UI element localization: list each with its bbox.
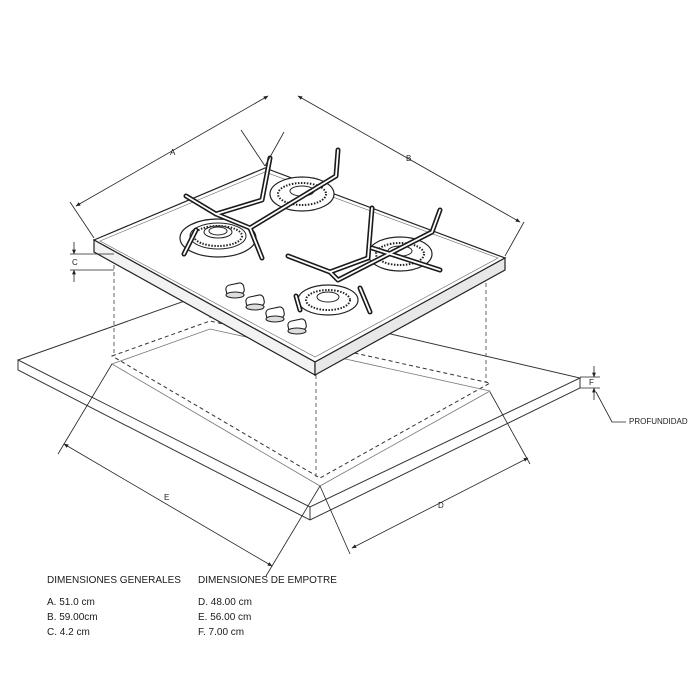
profundidad-label: PROFUNDIDAD (629, 417, 688, 426)
dimension-c-label: C (72, 258, 78, 267)
dimension-f-label: F (589, 378, 594, 387)
legend-item-e: E. 56.00 cm (198, 612, 252, 623)
dimension-d-label: D (438, 501, 444, 510)
dimension-a (69, 95, 269, 239)
legend-cutout-dimensions: DIMENSIONES DE EMPOTRE D. 48.00 cm E. 56… (198, 573, 337, 640)
dimension-e-label: E (164, 493, 169, 502)
cooktop-plate (92, 167, 507, 377)
dimension-b-label: B (406, 154, 411, 163)
legend-general-title: DIMENSIONES GENERALES (47, 575, 181, 586)
knob-1 (225, 282, 245, 299)
knob-3 (265, 306, 285, 323)
legend-item-a: A. 51.0 cm (47, 597, 95, 608)
dimension-a-label: A (170, 148, 176, 157)
dimension-e (57, 363, 321, 577)
legend-item-d: D. 48.00 cm (198, 597, 252, 608)
dimension-b (264, 95, 525, 257)
legend-general-dimensions: DIMENSIONES GENERALES A. 51.0 cm B. 59.0… (47, 573, 181, 640)
knob-4 (287, 318, 307, 335)
dimension-c (70, 242, 114, 282)
knob-2 (245, 294, 265, 311)
legend-item-f: F. 7.00 cm (198, 627, 245, 638)
dimension-d (319, 391, 531, 555)
legend-cutout-title: DIMENSIONES DE EMPOTRE (198, 575, 337, 586)
legend-item-c: C. 4.2 cm (47, 627, 90, 638)
burner-front-right (297, 284, 359, 316)
legend-item-b: B. 59.00cm (47, 612, 98, 623)
dimension-f (580, 366, 626, 423)
